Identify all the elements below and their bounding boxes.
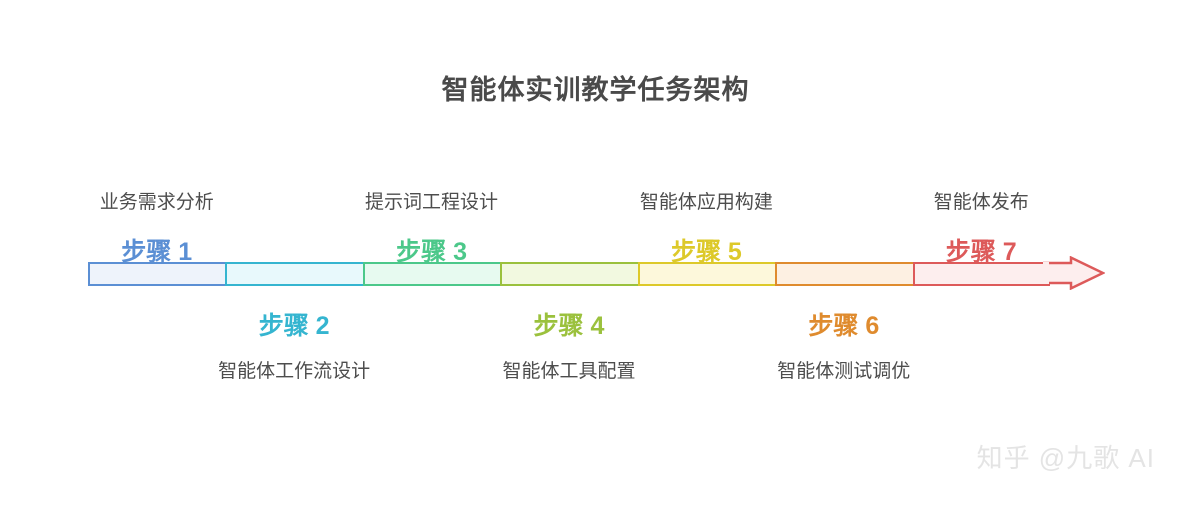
arrow-bar-track bbox=[88, 262, 1050, 286]
step-name-7: 智能体发布 bbox=[933, 192, 1029, 213]
arrow-segment-4 bbox=[500, 262, 638, 286]
arrow-segment-1 bbox=[88, 262, 226, 286]
arrow-segment-3 bbox=[362, 262, 501, 286]
arrow-segment-5 bbox=[637, 262, 776, 286]
step-name-5: 智能体应用构建 bbox=[639, 192, 773, 213]
step-name-2: 智能体工作流设计 bbox=[218, 361, 371, 382]
step-label-4: 步骤 4 bbox=[533, 312, 605, 340]
step-name-6: 智能体测试调优 bbox=[777, 361, 911, 382]
arrow-segment-7 bbox=[912, 262, 1050, 286]
step-label-6: 步骤 6 bbox=[808, 312, 880, 340]
arrow-head-shape bbox=[1043, 256, 1105, 290]
arrow-bar bbox=[88, 256, 1105, 290]
step-name-4: 智能体工具配置 bbox=[502, 361, 636, 382]
page-title: 智能体实训教学任务架构 bbox=[441, 75, 750, 105]
watermark: 知乎 @九歌 AI bbox=[976, 443, 1155, 473]
step-name-3: 提示词工程设计 bbox=[365, 192, 499, 213]
arrow-segment-6 bbox=[775, 262, 913, 286]
step-label-2: 步骤 2 bbox=[258, 312, 330, 340]
arrow-head-icon bbox=[1043, 256, 1105, 290]
step-name-1: 业务需求分析 bbox=[99, 192, 214, 213]
arrow-segment-2 bbox=[225, 262, 363, 286]
